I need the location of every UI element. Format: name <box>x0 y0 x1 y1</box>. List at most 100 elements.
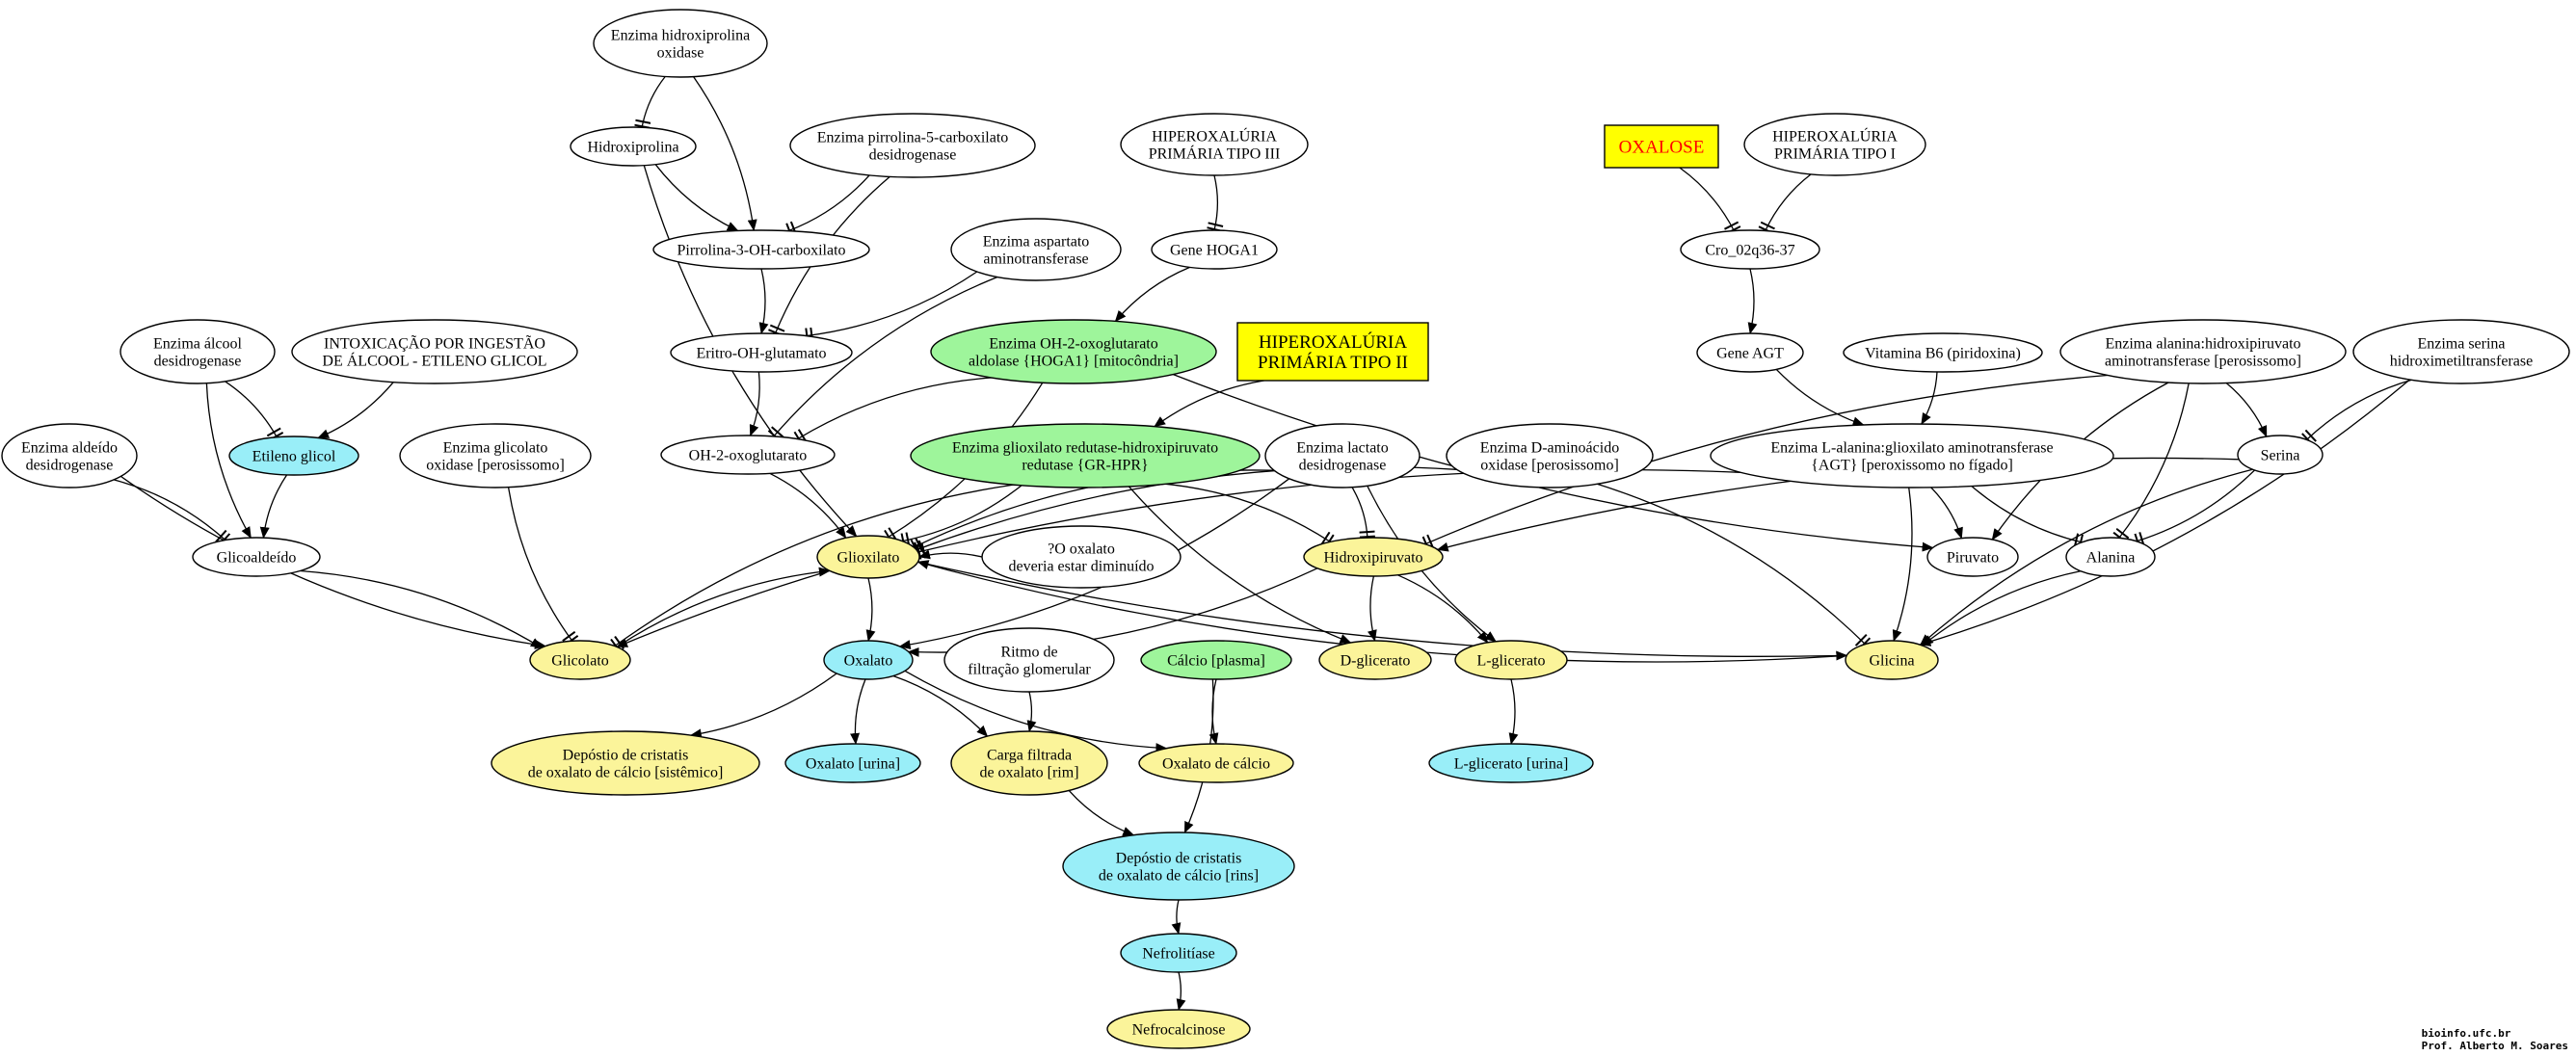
edge-pirrolina-desidrogenase-to-pirrolina-3-oh <box>785 174 870 239</box>
edge-hpt2-to-gr-hpr <box>1154 380 1264 428</box>
edge-deposito-rins-to-nefrolitiase <box>1171 899 1182 935</box>
node-label: Ritmo de <box>1000 644 1057 660</box>
edge-cro-to-gene-agt <box>1747 268 1758 334</box>
node-glicina: Glicina <box>1845 640 1939 680</box>
node-l-glicerato: L-glicerato <box>1454 640 1568 680</box>
node-label: Etileno glicol <box>252 448 336 464</box>
node-label: oxidase [perosissomo] <box>1480 457 1619 473</box>
node-nefrolitiase: Nefrolitíase <box>1120 933 1237 973</box>
edge-serina-hidroximetil-to-serina <box>2301 379 2412 446</box>
edge-alanina-hidroxipiruvato-to-alanina <box>2112 383 2190 543</box>
node-label: aldolase {HOGA1} [mitocôndria] <box>969 353 1179 369</box>
node-label: aminotransferase [perosissomo] <box>2105 353 2301 369</box>
edge-serina-hidroximetil-to-glicina <box>1919 379 2410 647</box>
edge-lactato-desidrogenase-to-hidroxipiruvato <box>1351 487 1375 539</box>
node-d-glicerato: D-glicerato <box>1318 640 1432 680</box>
edge-glicoaldeido-to-glicolato <box>300 569 543 648</box>
node-label: {AGT} [peroxissomo no fígado] <box>1811 457 2013 473</box>
node-label: Gene HOGA1 <box>1170 242 1259 258</box>
node-label: PRIMÁRIA TIPO II <box>1258 352 1408 373</box>
node-label: Carga filtrada <box>987 747 1072 763</box>
node-label: Nefrolitíase <box>1142 945 1215 962</box>
node-piruvato: Piruvato <box>1926 537 2019 577</box>
edge-intoxicacao-to-etileno-glicol <box>317 382 394 439</box>
node-label: Hidroxipiruvato <box>1323 549 1422 566</box>
node-label: Enzima glicolato <box>443 439 548 456</box>
node-label: Alanina <box>2086 549 2136 566</box>
edge-d-aminoacido-oxidase-to-glicina <box>1596 483 1872 650</box>
node-label: desidrogenase <box>154 353 242 369</box>
node-label: desidrogenase <box>1299 457 1387 473</box>
node-label: de oxalato [rim] <box>979 764 1078 780</box>
node-label: Nefrocalcinose <box>1132 1021 1226 1038</box>
node-label: Enzima serina <box>2417 335 2505 352</box>
node-label: Enzima lactato <box>1296 439 1389 456</box>
edge-aspartato-aminotransferase-to-oh-2-oxoglutarato <box>767 276 998 442</box>
node-glioxilato: Glioxilato <box>816 535 920 579</box>
node-label: Serina <box>2261 447 2300 463</box>
edge-hpt1-to-cro <box>1758 173 1812 234</box>
node-oh-2-oxoglutarato: OH-2-oxoglutarato <box>660 435 836 475</box>
edge-hidroxipiruvato-to-d-glicerato <box>1368 575 1377 642</box>
edge-gr-hpr-to-d-glicerato <box>1128 486 1352 644</box>
node-label: Gene AGT <box>1716 345 1784 361</box>
edge-glioxilato-to-oxalato <box>865 577 876 642</box>
node-label: Depóstio de cristatis <box>563 747 689 763</box>
node-label: OH-2-oxoglutarato <box>689 447 808 463</box>
node-label: PRIMÁRIA TIPO I <box>1774 144 1896 162</box>
edge-etileno-glicol-to-glicoaldeido <box>259 474 288 540</box>
edge-agt-enzima-to-glicina <box>1892 487 1913 642</box>
node-hidroxiprolina: Hidroxiprolina <box>570 126 697 167</box>
edge-gene-hoga1-to-hoga1-aldolase <box>1114 266 1190 323</box>
edge-aldeido-desidrogenase-to-glicoaldeido <box>113 479 231 546</box>
edge-hidroxipiruvato-to-l-glicerato <box>1396 574 1489 644</box>
credit-author: Prof. Alberto M. Soares <box>2421 1040 2568 1052</box>
node-glicolato: Glicolato <box>529 640 631 680</box>
edge-serina-to-alanina <box>2134 469 2255 549</box>
edge-hidroxiprolina-to-pirrolina-3-oh <box>654 164 739 232</box>
edge-oh-2-oxoglutarato-to-glioxilato <box>769 472 847 540</box>
node-alanina: Alanina <box>2065 537 2156 577</box>
node-label: Enzima hidroxiprolina <box>611 27 750 43</box>
edge-hpt3-to-gene-hoga1 <box>1207 174 1224 232</box>
credit-block: bioinfo.ufc.br Prof. Alberto M. Soares <box>2422 1027 2568 1052</box>
node-cro: Cro_02q36-37 <box>1680 229 1820 270</box>
node-gr-hpr: Enzima glioxilato redutase-hidroxipiruva… <box>910 423 1261 488</box>
node-label: Oxalato de cálcio <box>1162 755 1270 772</box>
node-label: Depóstio de cristatis <box>1116 850 1242 866</box>
node-glicoaldeido: Glicoaldeído <box>192 537 321 577</box>
edge-gr-hpr-to-hidroxipiruvato <box>1165 483 1335 549</box>
edge-oxalato-diminuido-to-glioxilato <box>918 549 983 560</box>
edge-ritmo-filtracao-to-carga-filtrada <box>1026 691 1037 732</box>
node-label: L-glicerato <box>1476 652 1545 669</box>
node-label: D-glicerato <box>1341 652 1411 669</box>
credit-site: bioinfo.ufc.br <box>2421 1027 2511 1040</box>
edge-glioxilato-to-glicina <box>917 561 1848 661</box>
node-label: Enzima alanina:hidroxipiruvato <box>2105 335 2300 352</box>
edge-alanina-hidroxipiruvato-to-hidroxipiruvato <box>1421 374 2108 552</box>
node-alanina-hidroxipiruvato: Enzima alanina:hidroxipiruvatoaminotrans… <box>2059 319 2347 384</box>
edge-l-glicerato-to-l-glicerato-urina <box>1508 678 1519 745</box>
edge-gene-agt-to-agt-enzima <box>1775 368 1865 427</box>
node-label: filtração glomerular <box>968 661 1091 677</box>
node-oxalato: Oxalato <box>823 640 914 680</box>
nodes-layer: Enzima hidroxiprolinaoxidaseHidroxiproli… <box>1 9 2570 1049</box>
node-label: Pirrolina-3-OH-carboxilato <box>677 242 845 258</box>
node-label: Cro_02q36-37 <box>1705 242 1794 258</box>
edge-alanina-hidroxipiruvato-to-serina <box>2225 383 2268 438</box>
node-label: de oxalato de cálcio [sistêmico] <box>528 764 724 780</box>
node-label: oxidase [perosissomo] <box>426 457 565 473</box>
node-label: L-glicerato [urina] <box>1454 755 1569 772</box>
node-label: Enzima aldeído <box>21 439 118 456</box>
edges-layer <box>113 76 2412 1011</box>
